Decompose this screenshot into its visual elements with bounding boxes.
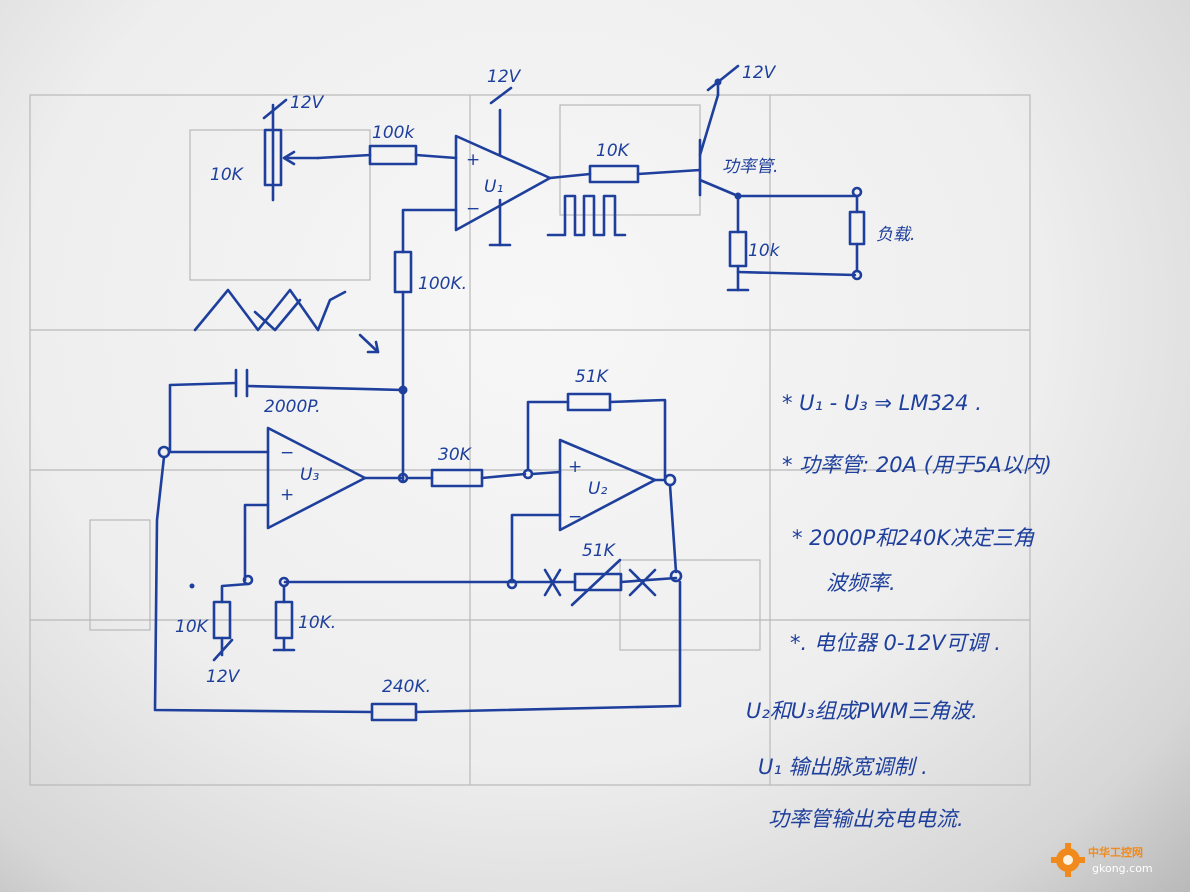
note-line-1: * U₁ - U₃ ⇒ LM324 . [782,391,982,415]
label-u1: U₁ [484,177,503,197]
resistor-10k-emitter [728,230,748,268]
resistor-240k [370,702,418,722]
note-line-7: U₁ 输出脉宽调制 . [758,755,928,779]
oscillator-section [153,368,683,722]
triangle-waveform-sketch [193,288,380,354]
label-u1-plus: + [466,150,480,170]
label-u1-minus: − [466,199,480,219]
label-r-emitter: 10k [748,241,781,261]
label-u2-plus: + [568,457,582,477]
resistor-10k-u1-out [588,164,640,184]
label-u3-plus: + [280,485,294,505]
note-line-5: *. 电位器 0-12V可调 . [790,631,1001,655]
label-u2: U₂ [588,479,607,499]
label-v12-transistor: 12V [742,63,777,83]
label-r-u1-input: 100k [372,123,415,143]
label-v12-u1: 12V [487,67,522,87]
u1-opamp [454,134,552,232]
note-line-2: * 功率管: 20A (用于5A以内) [782,453,1052,477]
pwm-waveform-sketch [546,194,627,237]
label-r-feedback: 100K. [418,274,467,294]
label-r-51k-bottom: 51K [582,541,617,561]
label-capacitor: 2000P. [264,397,321,417]
notes: * U₁ - U₃ ⇒ LM324 . * 功率管: 20A (用于5A以内) … [746,391,1052,831]
label-r-30k: 30K [438,445,473,465]
power-stage [698,64,866,292]
label-v12-pot: 12V [290,93,325,113]
label-r-10k-left: 10K [175,617,210,637]
note-line-4: 波频率. [826,571,896,595]
background-bleed-through [29,94,1031,786]
resistor-100k-feedback [393,250,413,294]
resistor-100k-u1-in [368,144,418,166]
note-line-3: * 2000P和240K决定三角 [792,526,1035,550]
gkong-watermark: 中华工控网 gkong.com [1051,843,1153,877]
label-u3: U₃ [300,465,319,485]
u3-opamp [266,426,367,530]
label-r-51k-top: 51K [575,367,610,387]
label-u3-minus: − [280,443,294,463]
label-transistor: 功率管. [722,157,778,177]
pot-wiper-arrow [282,150,296,166]
resistor-30k [430,468,484,488]
note-line-6: U₂和U₃组成PWM三角波. [746,699,978,723]
load-resistor [848,210,866,246]
resistor-51k-feedback [566,392,612,412]
note-line-8: 功率管输出充电电流. [768,807,964,831]
label-u2-minus: − [568,507,582,527]
label-r-10k-right: 10K. [298,613,336,633]
watermark-site-cn: 中华工控网 [1088,845,1143,859]
label-load: 负载. [876,225,915,245]
pot-supply-stroke [262,98,288,120]
component-labels: 12V 10K 100k 12V + − U₁ 10K 12V 功率管. 负载.… [175,63,915,697]
u2-opamp [558,438,657,532]
u1-section [262,86,702,482]
label-r-pot: 10K [210,165,245,185]
watermark-site-url: gkong.com [1092,862,1153,875]
label-r-u1-output: 10K [596,141,631,161]
label-r-240k: 240K. [382,677,431,697]
label-v12-bottom: 12V [206,667,241,687]
